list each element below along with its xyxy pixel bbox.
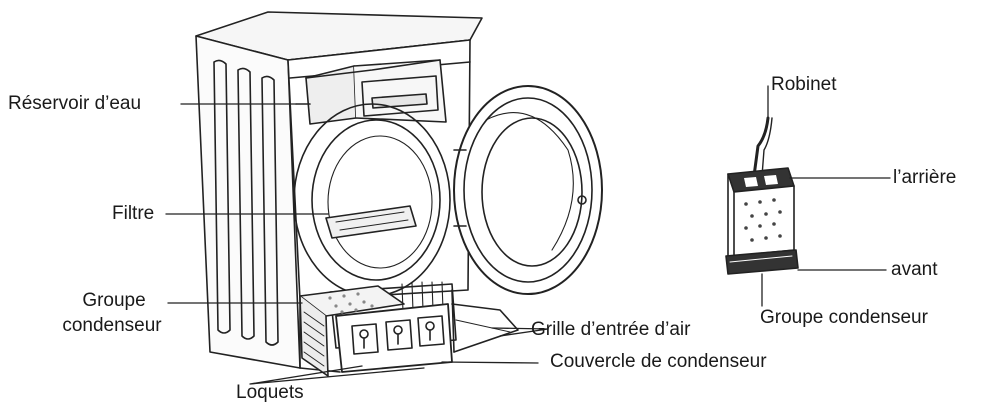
label-reservoir: Réservoir d’eau (8, 93, 142, 114)
label-groupe-right: Groupe condenseur (760, 307, 928, 328)
label-groupe-left-line1: Groupe (82, 290, 146, 311)
leader-lines (165, 85, 891, 385)
label-couvercle: Couvercle de condenseur (550, 351, 767, 372)
condenser-compartment (299, 281, 519, 377)
label-grille: Grille d’entrée d’air (531, 319, 691, 340)
label-groupe-left-line2: condenseur (62, 315, 162, 336)
drum-opening (293, 103, 451, 297)
label-arriere: l’arrière (893, 167, 957, 188)
label-loquets: Loquets (236, 382, 304, 403)
open-door (453, 85, 603, 295)
label-robinet: Robinet (771, 74, 837, 95)
label-filtre: Filtre (112, 203, 155, 224)
label-avant: avant (891, 259, 938, 280)
condenser-unit-right (725, 116, 799, 275)
